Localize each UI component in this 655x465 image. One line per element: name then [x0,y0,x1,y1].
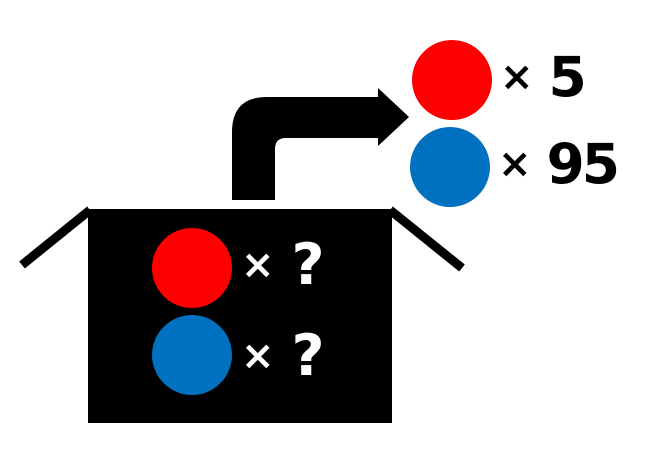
sample-blue-count: 95 [546,131,621,196]
sample-blue-ball-circle [410,127,490,207]
multiply-sign: × [241,242,275,288]
sample-red-ball-circle [412,40,492,120]
box-red-count-row: × ? [241,235,325,295]
sample-blue-count-row: × 95 [498,131,621,196]
elbow-arrow-icon [232,88,409,200]
box-red-ball-circle [152,228,232,308]
multiply-sign: × [500,54,534,100]
box-blue-count-row: × ? [241,326,325,386]
box-red-unknown-count: ? [291,231,325,298]
multiply-sign: × [498,141,532,187]
box-left-flap-line [19,206,93,269]
sample-red-count: 5 [548,44,587,109]
box [88,209,392,423]
multiply-sign: × [241,333,275,379]
box-right-flap-line [387,206,465,272]
sample-red-count-row: × 5 [500,44,587,109]
box-blue-ball-circle [152,315,232,395]
box-blue-unknown-count: ? [291,322,325,389]
